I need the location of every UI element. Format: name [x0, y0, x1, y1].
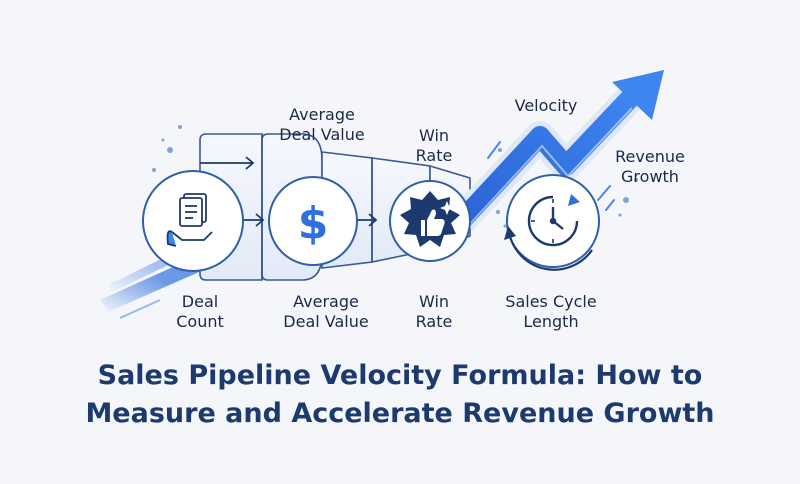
documents-hand-icon	[166, 193, 213, 247]
decorative-dots	[152, 125, 638, 228]
label-top-win-rate: Win Rate	[415, 126, 453, 165]
label-sales-cycle-length: Sales Cycle Length	[505, 292, 597, 331]
growth-arrow-icon	[451, 70, 664, 231]
accent-lines	[487, 141, 615, 211]
label-deal-count: Deal Count	[176, 292, 224, 331]
deal-count-circle	[142, 170, 244, 272]
label-bottom-win-rate: Win Rate	[415, 292, 453, 331]
dollar-icon: $	[298, 198, 329, 249]
sales-cycle-circle	[504, 174, 600, 271]
label-top-average-deal-value: Average Deal Value	[279, 105, 365, 144]
label-revenue-growth: Revenue Growth	[615, 147, 685, 186]
label-velocity: Velocity	[514, 96, 578, 115]
win-rate-circle	[389, 180, 471, 262]
page-title-line-1: Sales Pipeline Velocity Formula: How to	[97, 360, 703, 391]
clock-cycle-icon	[527, 194, 580, 247]
thumbs-up-badge-icon	[400, 191, 460, 247]
page-title-line-2: Measure and Accelerate Revenue Growth	[85, 398, 715, 429]
average-deal-value-circle: $	[268, 176, 358, 266]
label-bottom-average-deal-value: Average Deal Value	[283, 292, 369, 331]
